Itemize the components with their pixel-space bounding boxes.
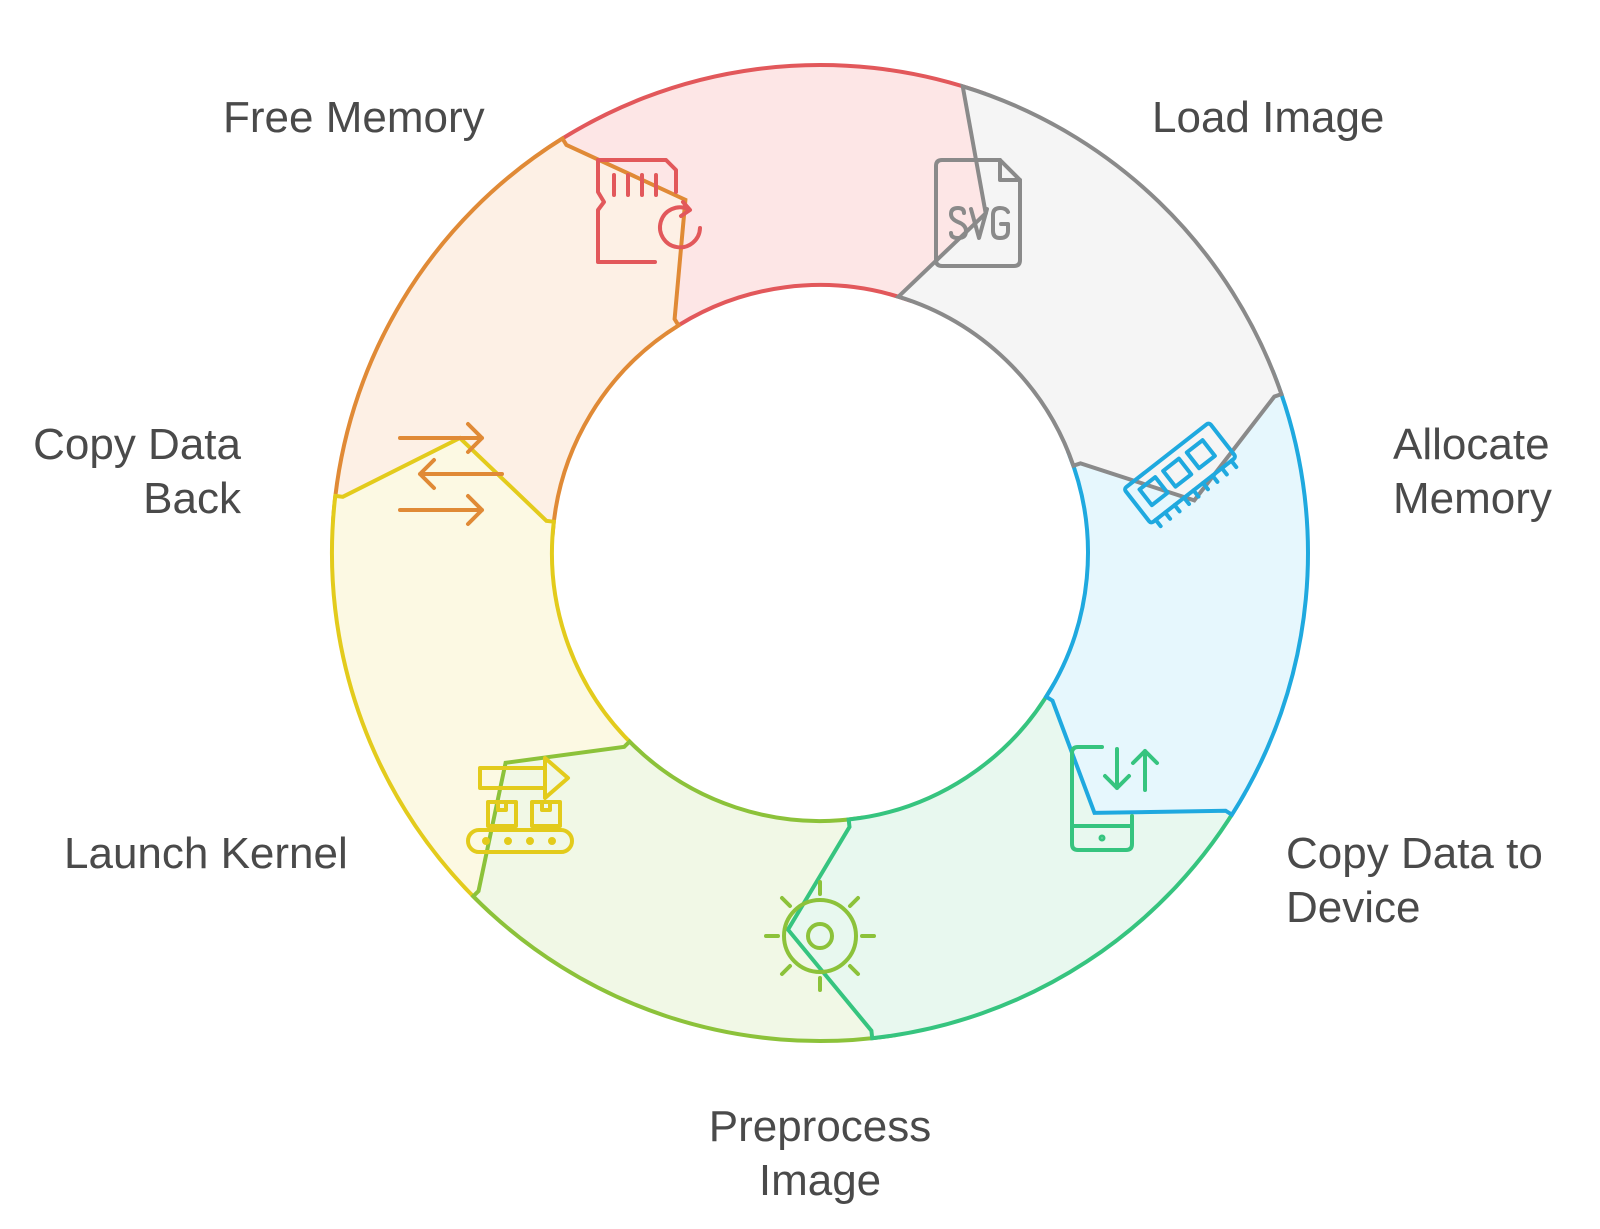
phone-transfer-icon [1070,745,1159,852]
segment-launch-kernel [329,435,643,916]
ram-module-icon [1123,421,1239,529]
segment-allocate-memory [1043,369,1310,818]
cycle-segments [329,63,1310,1044]
segment-load-image [894,83,1284,503]
svg-file-icon [934,158,1022,268]
cycle-icons [398,158,1239,992]
conveyor-icon [466,756,574,854]
sd-card-refresh-icon [596,158,702,264]
swap-arrows-icon [398,422,504,526]
label-launch-kernel: Launch Kernel [64,829,348,878]
label-load-image: Load Image [1152,93,1385,142]
gear-sun-icon [764,880,876,992]
segment-copy-data-to-device [785,682,1247,1041]
label-free-memory: Free Memory [223,93,485,142]
